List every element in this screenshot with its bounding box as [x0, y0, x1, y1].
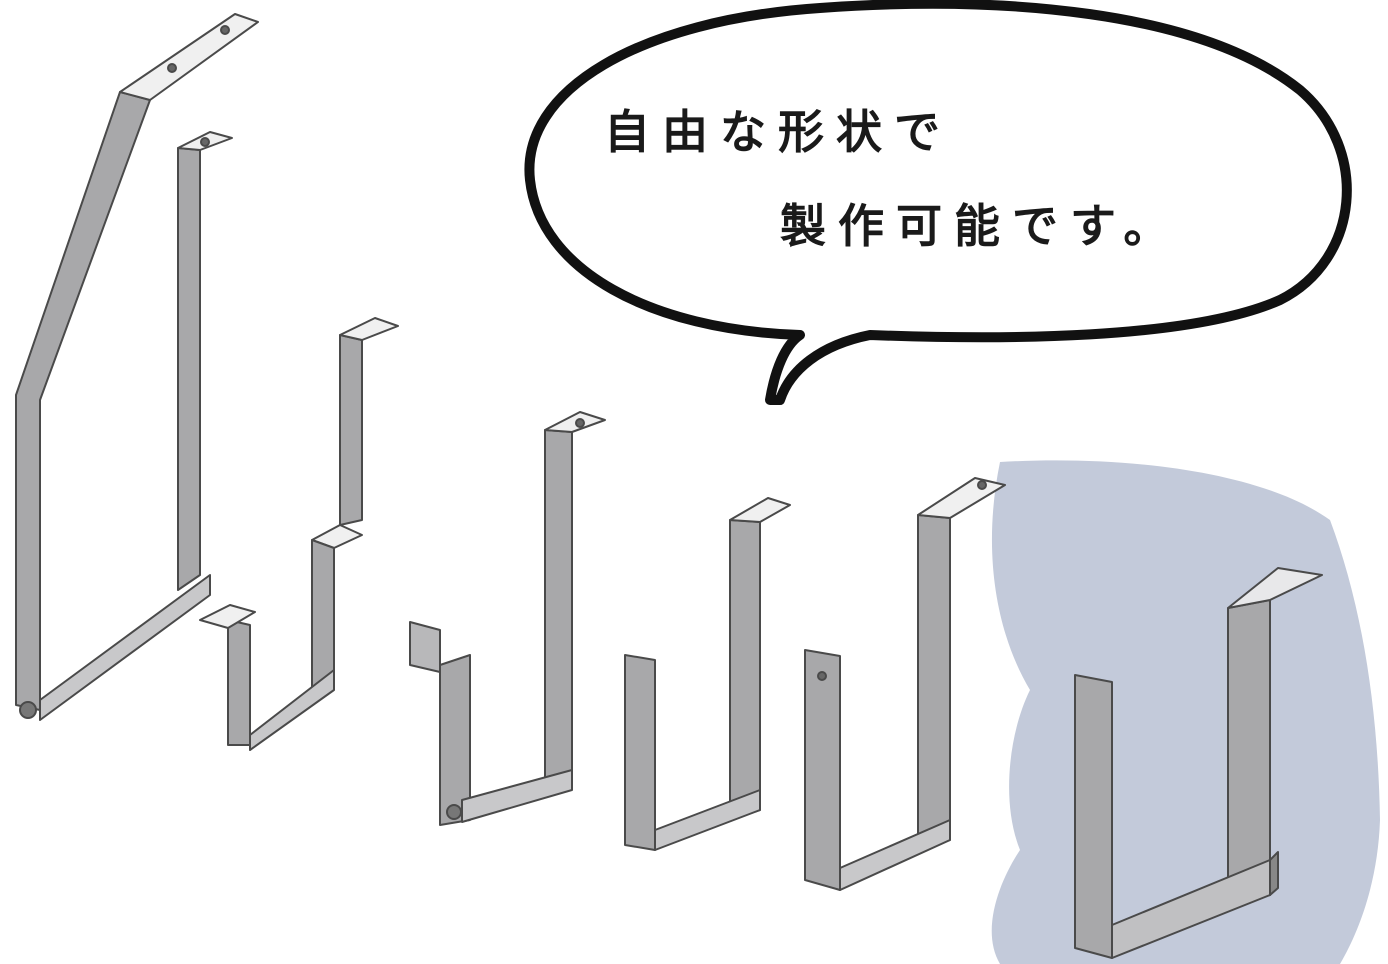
bracket-u-with-hole [804, 477, 1006, 891]
bracket-hook-tab [409, 411, 606, 826]
bubble-text-line-1: 自由な形状で [604, 105, 952, 159]
bracket-wide-u [1074, 567, 1323, 959]
bracket-plain-u [624, 497, 791, 851]
bracket-tall-angled [15, 13, 259, 721]
bracket-tall-straight [177, 131, 233, 591]
background-shadow-blob [991, 460, 1380, 964]
bubble-text-line-2: 製作可能です。 [780, 199, 1182, 253]
speech-bubble [524, 0, 1352, 405]
bracket-step-offset [199, 317, 399, 751]
